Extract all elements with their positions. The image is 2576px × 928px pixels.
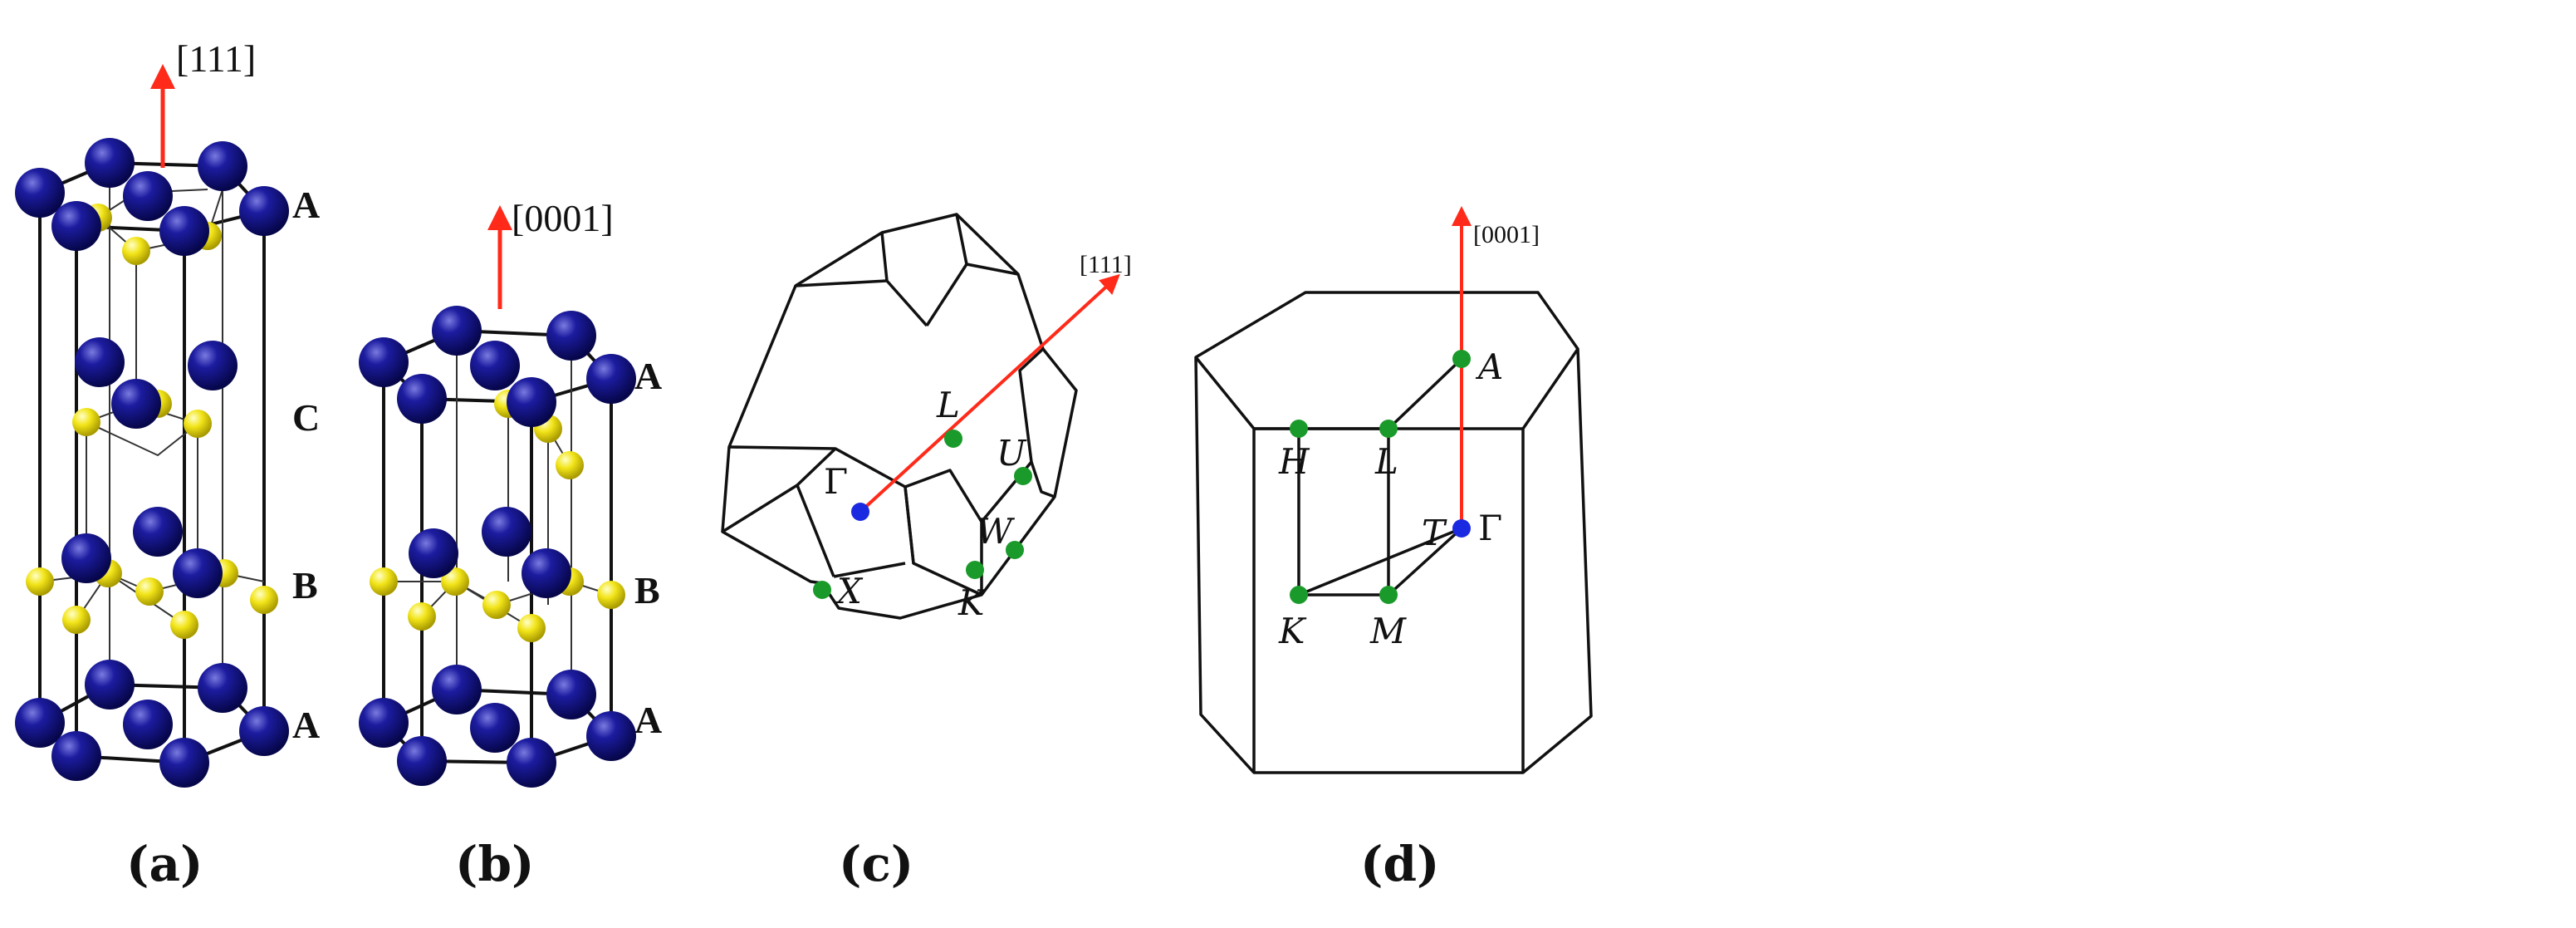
h-point-marker (1290, 420, 1308, 438)
panel-d-k-point-label: K (1278, 611, 1307, 651)
panel-d-k-point-label: Γ (1478, 508, 1502, 548)
panel-a-layer-label: C (292, 396, 320, 439)
panel-c-k-point-label: X (835, 571, 864, 611)
panel-b-direction-label: [0001] (512, 197, 614, 239)
panel-c-inner-faces (722, 214, 1055, 597)
panel-c-k-point-label: K (957, 582, 987, 623)
m-point-marker (1379, 586, 1398, 604)
panel-b-layer-label: B (634, 569, 660, 611)
panel-c-k-points (813, 430, 1032, 599)
panel-d-k-point-label: T (1422, 513, 1447, 553)
panel-d-k-points (1290, 350, 1471, 604)
gamma-point-marker (851, 503, 869, 521)
panel-a-direction-label: [111] (176, 37, 256, 80)
panel-a-vertical-edges (38, 163, 266, 763)
panel-c: [111] Γ L U W K X (c) (721, 213, 1132, 892)
panel-c-caption: (c) (839, 836, 913, 892)
panel-c-k-point-label: W (977, 511, 1016, 552)
panel-c-k-point-label: Γ (824, 461, 848, 502)
panel-a-layer-label: A (292, 704, 320, 746)
panel-d-inner-edges (1194, 348, 1579, 773)
panel-d-brillouin-zone-outline (1194, 291, 1593, 774)
panel-b: [0001] A B A (b) (359, 197, 662, 892)
panel-b-layer-label: A (634, 355, 662, 397)
k-point-marker (966, 561, 984, 579)
w-point-marker (1006, 541, 1024, 559)
panel-a-layer-label: A (292, 184, 320, 226)
panel-c-direction-arrow (859, 273, 1120, 513)
panel-d-caption: (d) (1360, 836, 1439, 892)
panel-c-k-point-label: L (936, 385, 960, 425)
gamma-point-marker (1452, 519, 1471, 538)
panel-b-caption: (b) (455, 836, 534, 892)
l-point-marker (944, 430, 962, 448)
panel-d-k-point-label: H (1278, 441, 1310, 482)
panel-d-k-point-label: A (1475, 346, 1503, 387)
panel-b-small-atoms (370, 390, 625, 642)
panel-d: [0001] A H L T Γ K M (d) (1194, 206, 1593, 892)
u-point-marker (1014, 467, 1032, 485)
l-point-marker (1379, 420, 1398, 438)
panel-a-large-atoms (15, 138, 289, 788)
panel-b-layer-label: A (634, 699, 662, 741)
panel-c-k-point-label: U (997, 433, 1027, 474)
x-point-marker (813, 581, 831, 599)
panel-c-direction-label: [111] (1080, 251, 1132, 278)
panel-a-caption: (a) (126, 836, 203, 892)
panel-c-brillouin-zone-outline (721, 213, 1078, 620)
a-point-marker (1452, 350, 1471, 368)
panel-d-k-point-label: M (1369, 611, 1407, 651)
panel-d-k-point-label: L (1374, 441, 1398, 482)
panel-a-layer-label: B (292, 564, 318, 606)
k-point-marker (1290, 586, 1308, 604)
panel-d-direction-label: [0001] (1473, 221, 1540, 248)
panel-a: [111] A C B A (a) (15, 37, 320, 892)
panel-b-large-atoms (359, 306, 636, 788)
